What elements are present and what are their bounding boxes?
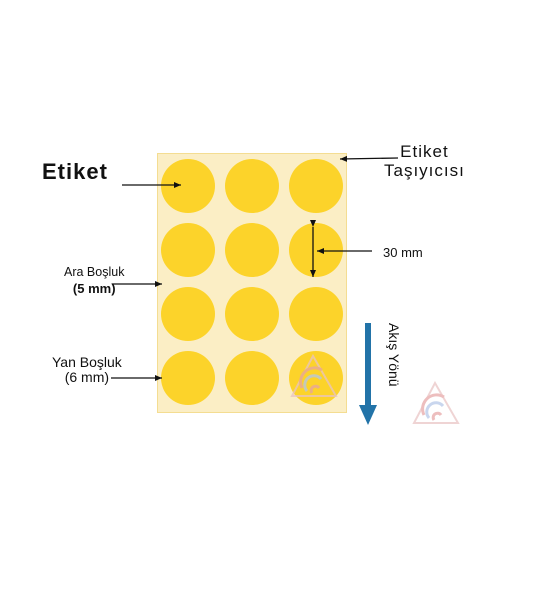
gap-label-value: (5 mm) (72, 280, 116, 296)
label-circle (289, 351, 343, 405)
carrier-label-line2: Taşıyıcısı (384, 160, 465, 180)
gap-label-title: Ara Boşluk (64, 265, 125, 279)
label-circle (225, 351, 279, 405)
label-circle (289, 223, 343, 277)
label-circle (289, 287, 343, 341)
triangle-logo-icon (290, 353, 338, 397)
gap-label: Ara Boşluk (5 mm) (64, 265, 125, 296)
triangle-logo-icon (412, 380, 460, 424)
label-circle (161, 159, 215, 213)
etiket-label: Etiket (42, 159, 108, 184)
label-circle (161, 223, 215, 277)
label-circle (225, 287, 279, 341)
flow-direction-arrow (359, 323, 377, 425)
label-circle (289, 159, 343, 213)
flow-direction-label: Akış Yönü (386, 323, 402, 387)
side-gap-label: Yan Boşluk (6 mm) (52, 354, 122, 386)
carrier-label: Etiket Taşıyıcısı (384, 142, 465, 180)
diameter-label: 30 mm (383, 245, 423, 260)
label-circle (225, 159, 279, 213)
label-circle (225, 223, 279, 277)
label-circle (161, 351, 215, 405)
side-gap-label-value: (6 mm) (64, 369, 110, 386)
carrier-label-line1: Etiket (400, 142, 449, 161)
side-gap-label-title: Yan Boşluk (52, 354, 122, 370)
carrier-pointer-arrow (339, 155, 399, 162)
label-circles (161, 159, 343, 405)
label-circle (161, 287, 215, 341)
